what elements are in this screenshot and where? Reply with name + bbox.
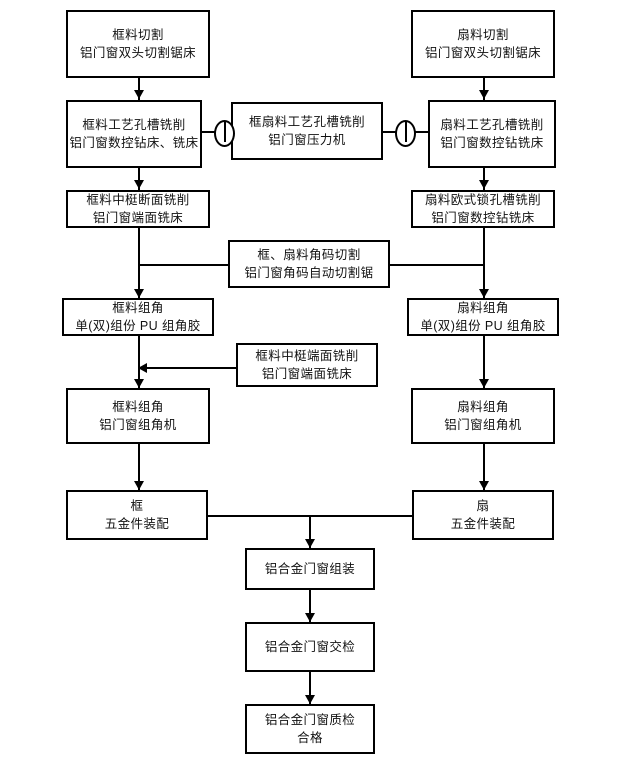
node-frame-corner-machine-line1: 框料组角 — [112, 399, 164, 414]
edge-sash-hardware-to-merge — [309, 515, 413, 517]
arrowhead-frame-mullion-to-corner-glue — [134, 289, 144, 298]
node-sash-corner-glue[interactable]: 扇料组角 单(双)组份 PU 组角胶 — [407, 298, 559, 336]
node-assembly[interactable]: 铝合金门窗组装 — [245, 548, 375, 590]
edge-merge-to-assembly — [309, 515, 311, 548]
node-frame-corner-glue-line1: 框料组角 — [112, 300, 164, 315]
edge-frame-hole-mill-to-press — [202, 131, 216, 133]
edge-mullion-end-mill-to-left-spine — [146, 367, 236, 369]
node-frame-mullion-end-mill-line1: 框料中梃端面铣削 — [255, 348, 359, 363]
node-frame-cut[interactable]: 框料切割 铝门窗双头切割锯床 — [66, 10, 210, 78]
node-sash-corner-glue-line2: 单(双)组份 PU 组角胶 — [420, 319, 546, 333]
node-frame-corner-machine[interactable]: 框料组角 铝门窗组角机 — [66, 388, 210, 444]
node-sash-cut[interactable]: 扇料切割 铝门窗双头切割锯床 — [411, 10, 555, 78]
node-frame-hardware-line1: 框 — [130, 498, 144, 513]
node-inspection-line1: 铝合金门窗交检 — [264, 639, 356, 654]
arrowhead-frame-glue-to-corner-machine — [134, 379, 144, 388]
node-frame-hole-mill-line1: 框料工艺孔槽铣削 — [82, 117, 186, 132]
edge-frame-hole-mill-to-mullion-mill — [138, 168, 140, 190]
node-sash-corner-glue-line1: 扇料组角 — [457, 300, 509, 315]
arrowhead-mullion-end-mill-to-left-spine — [138, 363, 147, 373]
arrowhead-frame-cut-to-hole-mill — [134, 90, 144, 99]
edge-sash-lock-mill-to-corner-glue — [483, 228, 485, 298]
node-sash-cut-line2: 铝门窗双头切割锯床 — [424, 46, 542, 60]
edge-inspection-to-qualified — [309, 672, 311, 704]
node-sash-hole-mill[interactable]: 扇料工艺孔槽铣削 铝门窗数控钻铣床 — [428, 100, 556, 168]
node-frame-hardware[interactable]: 框 五金件装配 — [66, 490, 208, 540]
node-sash-euro-lock-mill-line1: 扇料欧式锁孔槽铣削 — [424, 192, 542, 207]
node-sash-hole-mill-line2: 铝门窗数控钻铣床 — [440, 136, 544, 150]
edge-frame-corner-machine-to-hardware — [138, 444, 140, 490]
arrowhead-sash-lock-mill-to-corner-glue — [479, 289, 489, 298]
arrowhead-frame-hole-mill-to-mullion-mill — [134, 180, 144, 189]
node-corner-code-cut[interactable]: 框、扇料角码切割 铝门窗角码自动切割锯 — [228, 240, 390, 288]
arrowhead-merge-to-assembly — [305, 539, 315, 548]
node-frame-corner-machine-line2: 铝门窗组角机 — [99, 418, 177, 432]
node-sash-cut-line1: 扇料切割 — [457, 27, 509, 42]
node-frame-cut-line1: 框料切割 — [112, 27, 164, 42]
node-sash-euro-lock-mill[interactable]: 扇料欧式锁孔槽铣削 铝门窗数控钻铣床 — [411, 190, 555, 228]
node-corner-code-cut-line1: 框、扇料角码切割 — [257, 247, 361, 262]
arrowhead-sash-cut-to-hole-mill — [479, 90, 489, 99]
edge-assembly-to-inspection — [309, 590, 311, 622]
node-frame-hole-mill-line2: 铝门窗数控钻床、铣床 — [69, 136, 199, 150]
node-inspection[interactable]: 铝合金门窗交检 — [245, 622, 375, 672]
edge-corner-code-to-right-spine — [390, 264, 485, 266]
node-frame-mullion-mill-line1: 框料中梃断面铣削 — [86, 192, 190, 207]
arrowhead-sash-hole-mill-to-lock-mill — [479, 180, 489, 189]
edge-press-right-stub — [383, 131, 397, 133]
node-sash-hole-mill-line1: 扇料工艺孔槽铣削 — [440, 117, 544, 132]
edge-corner-code-to-left-spine — [138, 264, 228, 266]
edge-sash-corner-machine-to-hardware — [483, 444, 485, 490]
node-qualified[interactable]: 铝合金门窗质检 合格 — [245, 704, 375, 754]
node-assembly-line1: 铝合金门窗组装 — [264, 561, 356, 576]
arrowhead-sash-corner-machine-to-hardware — [479, 481, 489, 490]
node-sash-corner-machine[interactable]: 扇料组角 铝门窗组角机 — [411, 388, 555, 444]
edge-sash-cut-to-hole-mill — [483, 78, 485, 100]
arrowhead-inspection-to-qualified — [305, 695, 315, 704]
arrowhead-frame-corner-machine-to-hardware — [134, 481, 144, 490]
arrowhead-assembly-to-inspection — [305, 613, 315, 622]
node-frame-mullion-mill[interactable]: 框料中梃断面铣削 铝门窗端面铣床 — [66, 190, 210, 228]
node-frame-mullion-mill-line2: 铝门窗端面铣床 — [92, 211, 184, 225]
node-frame-mullion-end-mill[interactable]: 框料中梃端面铣削 铝门窗端面铣床 — [236, 343, 378, 387]
edge-frame-glue-to-corner-machine — [138, 336, 140, 388]
node-frame-mullion-end-mill-line2: 铝门窗端面铣床 — [261, 367, 353, 381]
node-sash-hardware-line1: 扇 — [476, 498, 490, 513]
node-frame-corner-glue-line2: 单(双)组份 PU 组角胶 — [75, 319, 201, 333]
node-press-mill[interactable]: 框扇料工艺孔槽铣削 铝门窗压力机 — [231, 102, 383, 160]
node-corner-code-cut-line2: 铝门窗角码自动切割锯 — [244, 266, 374, 280]
node-press-mill-line1: 框扇料工艺孔槽铣削 — [248, 114, 366, 129]
node-frame-hole-mill[interactable]: 框料工艺孔槽铣削 铝门窗数控钻床、铣床 — [66, 100, 202, 168]
edge-frame-hardware-to-merge — [208, 515, 311, 517]
node-sash-hardware[interactable]: 扇 五金件装配 — [412, 490, 554, 540]
node-sash-euro-lock-mill-line2: 铝门窗数控钻铣床 — [431, 211, 535, 225]
node-sash-hardware-line2: 五金件装配 — [450, 517, 516, 531]
node-press-mill-line2: 铝门窗压力机 — [268, 133, 346, 147]
edge-press-to-sash-hole-mill — [414, 131, 428, 133]
edge-frame-mullion-to-corner-glue — [138, 228, 140, 298]
node-sash-corner-machine-line1: 扇料组角 — [457, 399, 509, 414]
node-frame-hardware-line2: 五金件装配 — [104, 517, 170, 531]
arrowhead-sash-glue-to-corner-machine — [479, 379, 489, 388]
node-qualified-line1: 铝合金门窗质检 — [264, 712, 356, 727]
process-link-connector-left[interactable] — [214, 120, 235, 147]
edge-sash-hole-mill-to-lock-mill — [483, 168, 485, 190]
node-sash-corner-machine-line2: 铝门窗组角机 — [444, 418, 522, 432]
node-frame-cut-line2: 铝门窗双头切割锯床 — [79, 46, 197, 60]
process-link-connector-right[interactable] — [395, 120, 416, 147]
node-frame-corner-glue[interactable]: 框料组角 单(双)组份 PU 组角胶 — [62, 298, 214, 336]
node-qualified-line2: 合格 — [297, 731, 323, 745]
edge-frame-cut-to-hole-mill — [138, 78, 140, 100]
edge-sash-glue-to-corner-machine — [483, 336, 485, 388]
